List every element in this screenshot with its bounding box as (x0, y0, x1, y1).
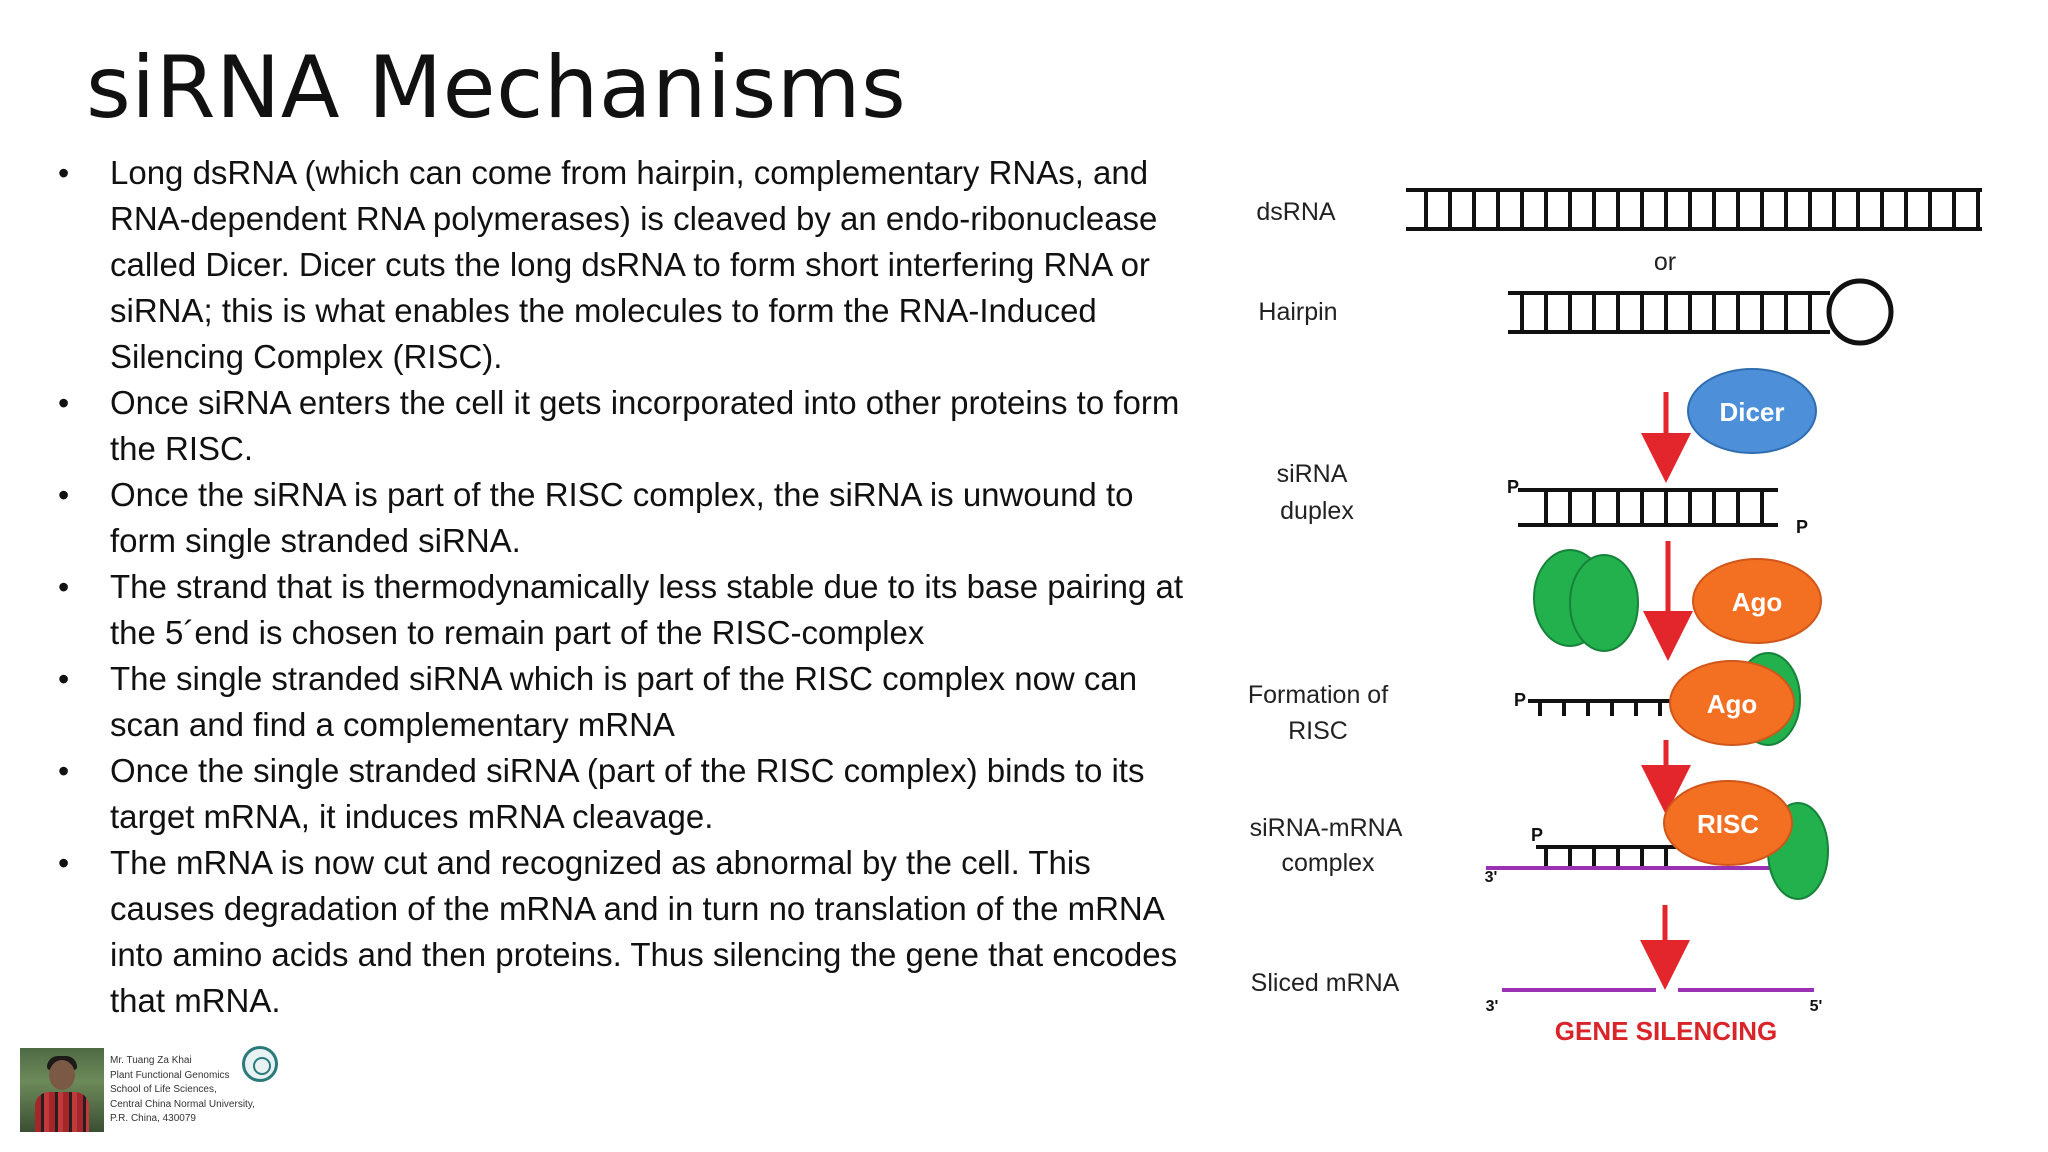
bullet-item: The mRNA is now cut and recognized as ab… (54, 840, 1204, 1024)
five-prime-label: 5' (1810, 998, 1823, 1015)
label-sirna-duplex-line2: duplex (1280, 497, 1354, 525)
hairpin-ladder (1508, 278, 1894, 346)
risc-formation: P Ago (1514, 652, 1801, 746)
author-credit: Mr. Tuang Za Khai Plant Functional Genom… (20, 1046, 290, 1132)
credit-line: Plant Functional Genomics (110, 1069, 230, 1081)
ago-label: Ago (1707, 689, 1758, 719)
dsrna-ladder (1406, 188, 1982, 231)
three-prime-label: 3' (1485, 869, 1498, 886)
bullet-item: The strand that is thermodynamically les… (54, 564, 1204, 656)
slide-title: siRNA Mechanisms (86, 38, 907, 138)
green-protein (1533, 549, 1639, 652)
sirna-pathway-diagram: dsRNA or Hairpin siRNA duplex Formation … (1248, 188, 1982, 1046)
credit-line: P.R. China, 430079 (110, 1113, 196, 1124)
label-complex-line1: siRNA-mRNA (1250, 814, 1403, 842)
credit-line: Central China Normal University, (110, 1098, 255, 1110)
label-hairpin: Hairpin (1258, 298, 1337, 326)
bullet-list: Long dsRNA (which can come from hairpin,… (54, 150, 1204, 1024)
bullet-item: The single stranded siRNA which is part … (54, 656, 1204, 748)
label-formation-line2: RISC (1288, 717, 1348, 745)
sirna-duplex: P P (1507, 477, 1808, 537)
credit-line: Mr. Tuang Za Khai (110, 1055, 192, 1066)
gene-silencing-result: GENE SILENCING (1555, 1016, 1777, 1046)
label-sirna-duplex-line1: siRNA (1277, 460, 1348, 488)
risc-label: RISC (1697, 809, 1759, 839)
author-photo (20, 1048, 104, 1132)
label-complex-line2: complex (1281, 849, 1375, 877)
p-end-label: P (1796, 517, 1808, 537)
three-prime-label: 3' (1486, 998, 1499, 1015)
p-end-label: P (1514, 690, 1526, 710)
p-end-label: P (1531, 825, 1543, 845)
ago-label: Ago (1732, 587, 1783, 617)
label-sliced-mrna: Sliced mRNA (1251, 969, 1400, 997)
bullet-item: Once the siRNA is part of the RISC compl… (54, 472, 1204, 564)
sliced-mrna: 3' 5' (1486, 988, 1823, 1015)
credit-text: Mr. Tuang Za Khai Plant Functional Genom… (110, 1054, 255, 1127)
bullet-item: Once siRNA enters the cell it gets incor… (54, 380, 1204, 472)
p-end-label: P (1507, 477, 1519, 497)
bullet-item: Long dsRNA (which can come from hairpin,… (54, 150, 1204, 380)
label-or: or (1654, 248, 1676, 276)
sirna-mrna-complex: P 3' 5' RISC (1485, 780, 1829, 900)
bullet-item: Once the single stranded siRNA (part of … (54, 748, 1204, 840)
dicer-protein: Dicer (1687, 368, 1817, 454)
dicer-label: Dicer (1719, 397, 1784, 427)
label-dsrna: dsRNA (1256, 198, 1336, 226)
ago-protein: Ago (1692, 558, 1822, 644)
university-seal-icon (242, 1046, 278, 1082)
credit-line: School of Life Sciences, (110, 1084, 217, 1095)
label-formation-line1: Formation of (1248, 681, 1388, 709)
